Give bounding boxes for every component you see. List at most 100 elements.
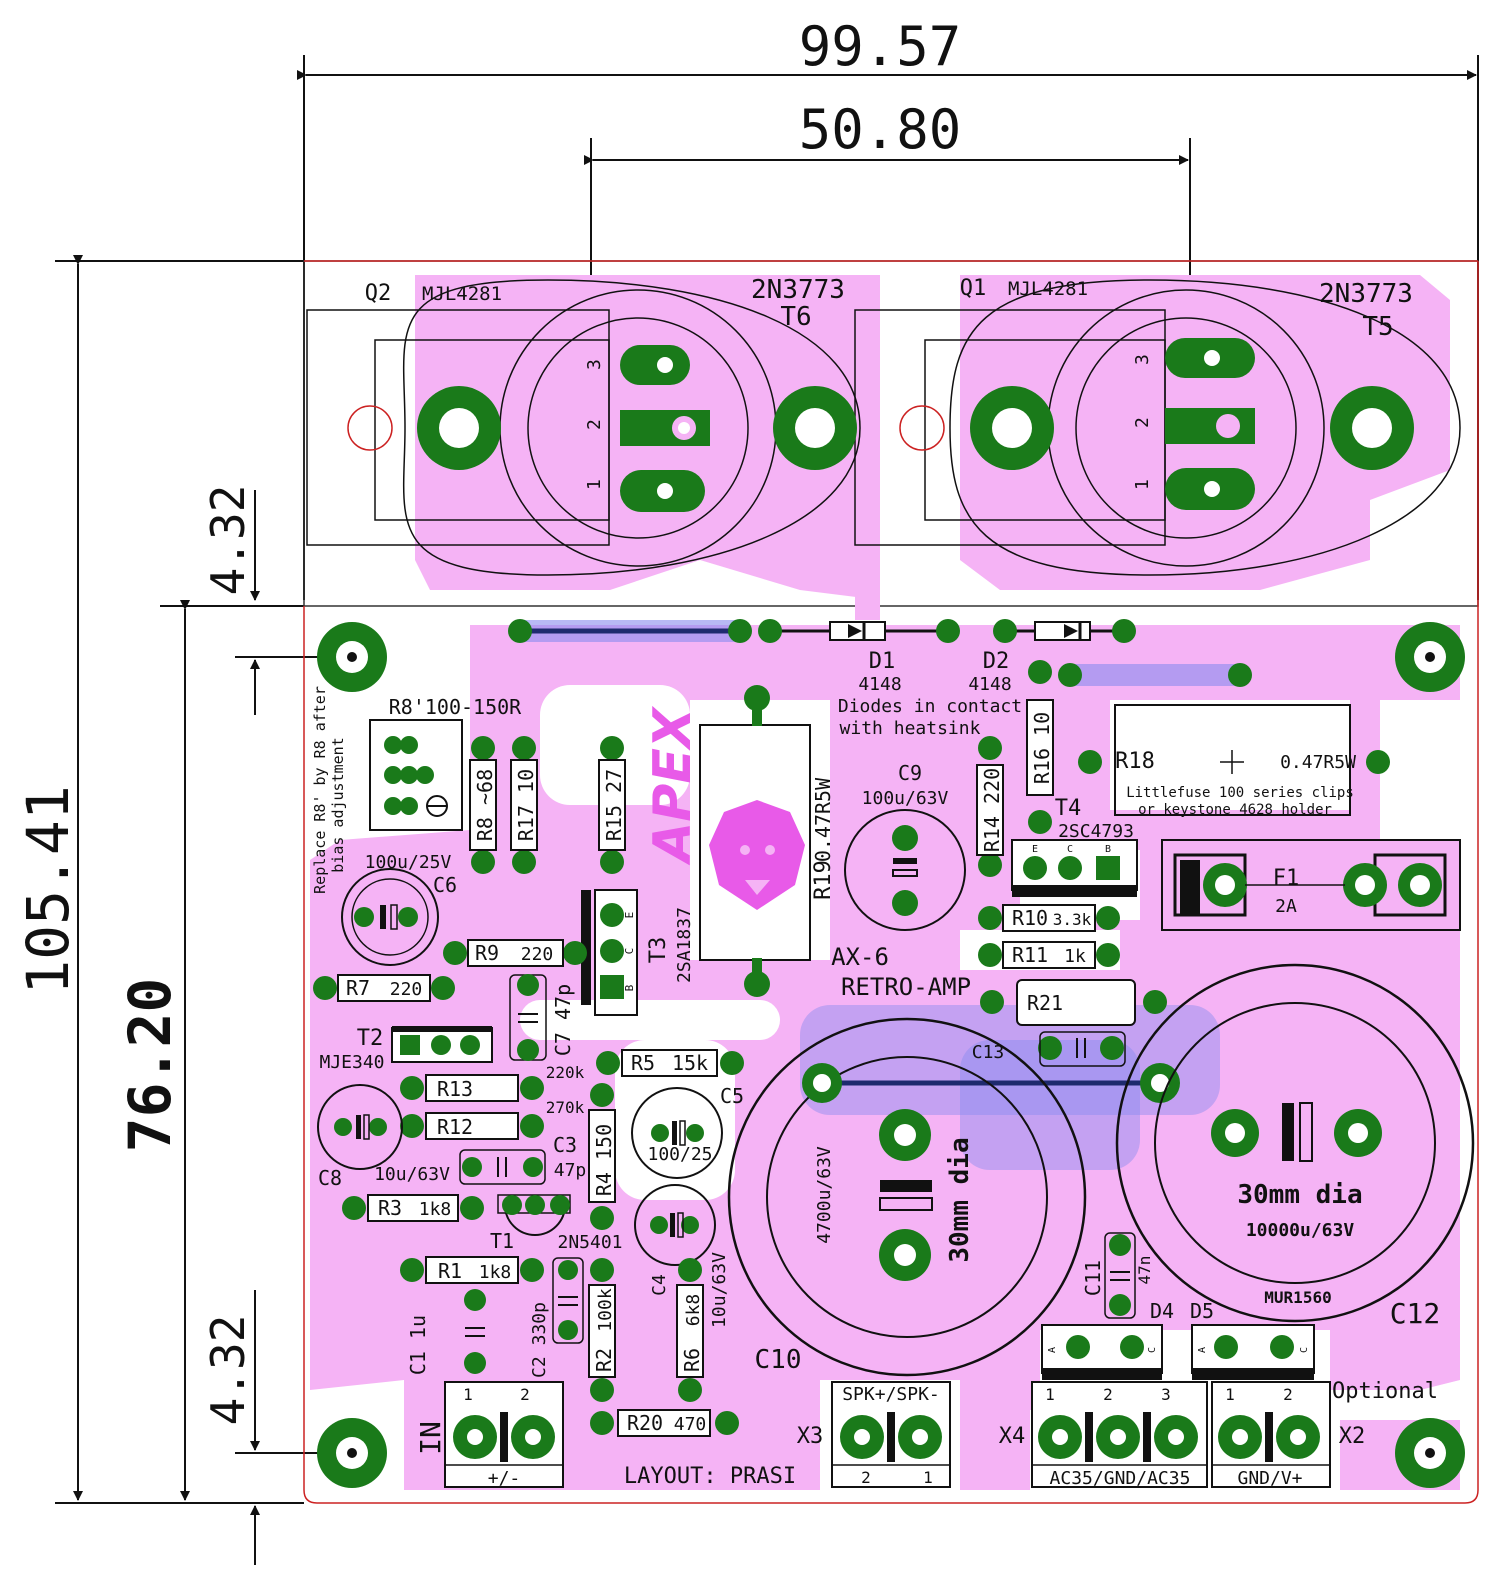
r11-value: 1k	[1064, 946, 1086, 967]
dim-total-width: 99.57	[799, 15, 962, 78]
c13-ref: C13	[972, 1042, 1005, 1063]
r7-value: 220	[390, 979, 423, 1000]
c4-ref: C4	[649, 1274, 670, 1296]
r13-ref: R13	[437, 1077, 473, 1101]
c11-ref: C11	[1081, 1260, 1105, 1296]
c11-capacitor	[1104, 1232, 1136, 1319]
diode-note-line2: with heatsink	[840, 718, 981, 739]
x4-ref: X4	[999, 1424, 1026, 1449]
t6-pin-2: 2	[584, 419, 605, 430]
r13-value: 220k	[546, 1063, 585, 1082]
r14-r16-resistors	[976, 660, 1054, 877]
t4-transistor	[1011, 839, 1138, 897]
r20-resistor	[590, 1409, 739, 1437]
r15-label: R15 27	[602, 769, 626, 841]
t4-value: 2SC4793	[1058, 821, 1134, 842]
r5-resistor	[596, 1049, 744, 1077]
trimmer-label: R8'100-150R	[389, 695, 522, 719]
x4-pin-1: 1	[1045, 1385, 1055, 1404]
c2-label: C2 330p	[529, 1302, 550, 1378]
c4-capacitor	[634, 1184, 716, 1266]
c12-diameter: 30mm dia	[1237, 1180, 1362, 1210]
optional-label: Optional	[1332, 1379, 1438, 1404]
r3-resistor	[342, 1194, 484, 1222]
x3-pin-1: 1	[923, 1468, 933, 1487]
dimension-lines	[55, 55, 1479, 1565]
x2-label-bottom: GND/V+	[1237, 1468, 1302, 1489]
r19-ref: R19	[811, 860, 836, 900]
c9-ref: C9	[898, 761, 922, 785]
c6-ref: C6	[433, 873, 457, 897]
d5-pin-a: A	[1197, 1347, 1208, 1353]
layout-credit: LAYOUT: PRASI	[624, 1464, 796, 1489]
d1-value: 4148	[858, 674, 901, 695]
mount-hole-top-right	[1395, 622, 1465, 692]
t5-pin-3: 3	[1132, 354, 1153, 365]
c5-capacitor	[631, 1087, 723, 1179]
t4-ref: T4	[1055, 796, 1082, 821]
trimmer-r8prime	[369, 719, 463, 831]
r3-ref: R3	[378, 1196, 402, 1220]
t6-pin-1: 1	[584, 479, 605, 490]
diode-row	[770, 621, 1124, 641]
apex-logo-text: APEX	[643, 705, 703, 866]
x4-pin-2: 2	[1103, 1385, 1113, 1404]
c1-label: C1 1u	[406, 1315, 430, 1375]
t3-transistor	[581, 889, 638, 1016]
terminal-x3	[831, 1381, 951, 1488]
dim-board-height: 76.20	[116, 978, 184, 1153]
x2-pin-2: 2	[1283, 1385, 1293, 1404]
c7-capacitor	[509, 974, 547, 1061]
d5-ref: D5	[1190, 1299, 1214, 1323]
r16-label: R16 10	[1030, 712, 1054, 784]
r20-ref: R20	[627, 1411, 663, 1435]
title-line2: RETRO-AMP	[841, 973, 971, 1001]
in-label: IN	[414, 1421, 447, 1455]
r5-value: 15k	[672, 1051, 708, 1075]
trimmer-note-line1: Replace R8' by R8 after	[311, 686, 329, 894]
t2-transistor	[391, 1026, 493, 1063]
c7-label: C7 47p	[551, 984, 575, 1056]
r9-value: 220	[521, 944, 554, 965]
t3-pin-e: E	[623, 912, 636, 919]
c9-value: 100u/63V	[862, 788, 949, 809]
r4-resistor	[588, 1083, 616, 1230]
dim-total-height: 105.41	[14, 785, 82, 995]
fuse-holder	[1161, 839, 1461, 931]
r12-ref: R12	[437, 1115, 473, 1139]
c10-ref: C10	[755, 1345, 802, 1375]
t5-value: 2N3773	[1319, 279, 1413, 309]
r1-resistor	[400, 1256, 544, 1284]
c3-ref: C3	[553, 1133, 577, 1157]
c8-value: 10u/63V	[374, 1164, 450, 1185]
t4-pin-b: B	[1105, 844, 1111, 855]
bridge-value: MUR1560	[1264, 1288, 1331, 1307]
r8-label: R8 ~68	[473, 769, 497, 841]
t1-value: 2N5401	[557, 1232, 622, 1253]
t3-ref: T3	[646, 937, 671, 964]
x3-label-top: SPK+/SPK-	[842, 1384, 940, 1405]
q1-value: MJL4281	[1008, 278, 1088, 300]
fuse-note-line1: Littlefuse 100 series clips	[1126, 785, 1354, 801]
t5-pin-1: 1	[1132, 479, 1153, 490]
dim-hole-spacing: 50.80	[799, 98, 962, 161]
c3-capacitor	[459, 1149, 546, 1185]
r5-ref: R5	[631, 1051, 655, 1075]
t3-value: 2SA1837	[674, 907, 695, 983]
vertical-resistors-left	[469, 736, 626, 874]
t3-pin-c: C	[623, 948, 636, 955]
mount-hole-top-left	[317, 622, 387, 692]
r18-resistor	[1078, 704, 1390, 816]
d4-pin-c: C	[1147, 1347, 1158, 1353]
r10-value: 3.3k	[1053, 910, 1092, 929]
r11-ref: R11	[1012, 943, 1048, 967]
t6-value: 2N3773	[751, 275, 845, 305]
t5-pin-2: 2	[1132, 417, 1153, 428]
r14-label: R14 220	[980, 768, 1004, 852]
q2-value: MJL4281	[422, 283, 502, 305]
board-outline	[303, 260, 1479, 1504]
r9-ref: R9	[475, 941, 499, 965]
c12-ref: C12	[1390, 1297, 1441, 1330]
terminal-x4	[1031, 1381, 1208, 1488]
